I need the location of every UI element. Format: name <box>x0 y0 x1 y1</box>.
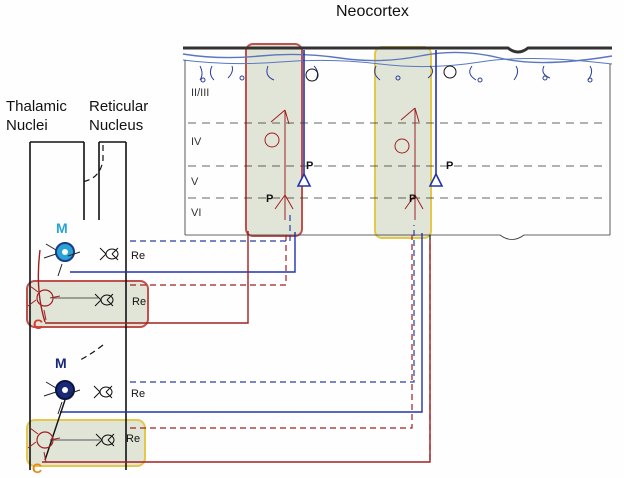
label-c-top: C <box>33 316 44 332</box>
cortex-outline <box>182 46 613 240</box>
label-m-bottom: M <box>55 355 67 371</box>
label-re-4: Re <box>126 433 141 445</box>
label-p-3: P <box>446 160 454 172</box>
layer-boundaries <box>188 122 608 199</box>
reticular-neurons <box>93 247 127 447</box>
thalamic-line2: Nuclei <box>6 117 48 134</box>
label-re-3: Re <box>131 388 146 400</box>
thalamic-dendrites <box>27 243 100 463</box>
label-thalamic-nuclei: Thalamic Nuclei <box>6 97 67 135</box>
column-box-yellow <box>374 46 432 239</box>
thalamic-box-red <box>26 280 149 328</box>
title-neocortex: Neocortex <box>336 3 409 20</box>
label-re-1: Re <box>131 250 146 262</box>
label-m-top: M <box>56 220 68 236</box>
layer-label-6: VI <box>191 207 202 219</box>
pyramidal-neurons <box>296 50 444 187</box>
label-p-1: P <box>306 160 314 172</box>
label-reticular-nucleus: Reticular Nucleus <box>89 97 148 135</box>
label-re-2: Re <box>132 296 147 308</box>
reticular-line1: Reticular <box>89 98 149 115</box>
label-c-bottom: C <box>32 460 43 476</box>
solid-axons <box>37 231 431 463</box>
thalamic-neurons <box>36 242 75 449</box>
superficial-neurons <box>199 65 593 83</box>
layer-label-4: IV <box>191 136 202 148</box>
layer-label-2-3: II/III <box>191 87 210 99</box>
label-p-2: P <box>266 193 274 205</box>
column-box-red <box>245 43 303 237</box>
label-p-4: P <box>409 193 417 205</box>
layer-label-5: V <box>191 176 199 188</box>
reticular-line2: Nucleus <box>89 117 144 134</box>
thalamic-box-yellow <box>26 419 146 467</box>
thalamic-line1: Thalamic <box>6 98 67 115</box>
column-neurons <box>264 107 424 220</box>
